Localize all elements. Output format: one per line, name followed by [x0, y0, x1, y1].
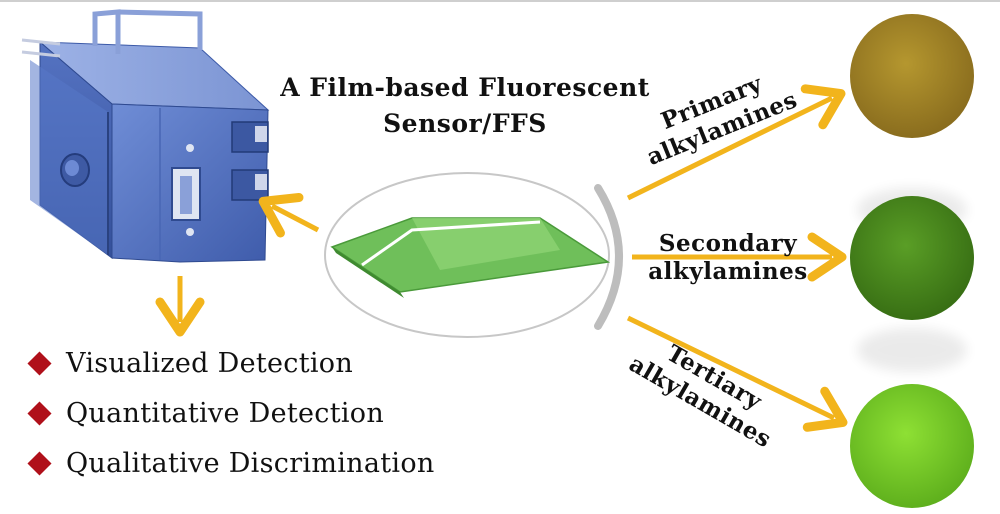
label-secondary-line2: alkylamines — [648, 258, 808, 285]
label-secondary-alkylamines: Secondary alkylamines — [628, 230, 828, 286]
label-secondary-line1: Secondary — [658, 230, 798, 257]
bullet-visualized-detection: Visualized Detection — [66, 347, 354, 379]
bullet-qualitative-discrimination: Qualitative Discrimination — [66, 447, 435, 479]
red-diamond-icon — [27, 400, 52, 426]
sensor-film-icon — [324, 172, 611, 338]
result-secondary-circle — [850, 196, 974, 320]
arrow-tertiary — [626, 315, 848, 432]
fluorescence-instrument-icon — [21, 9, 270, 263]
red-diamond-icon — [27, 450, 52, 476]
red-diamond-icon — [27, 350, 52, 376]
arrow-primary — [626, 84, 846, 201]
list-item: Qualitative Discrimination — [27, 438, 435, 488]
branch-bracket — [594, 184, 623, 330]
outcomes-list: Visualized Detection Quantitative Detect… — [27, 338, 435, 488]
arrow-to-device — [258, 193, 320, 238]
list-item: Visualized Detection — [27, 338, 435, 388]
result-tertiary-circle — [850, 384, 974, 508]
diagram-title: A Film-based Fluorescent Sensor/FFS — [270, 70, 660, 142]
title-line-2: Sensor/FFS — [383, 109, 547, 138]
title-line-1: A Film-based Fluorescent — [280, 73, 650, 102]
list-item: Quantitative Detection — [27, 388, 435, 438]
result-primary-circle — [850, 14, 974, 138]
bullet-quantitative-detection: Quantitative Detection — [66, 397, 385, 429]
top-border — [0, 0, 1000, 2]
